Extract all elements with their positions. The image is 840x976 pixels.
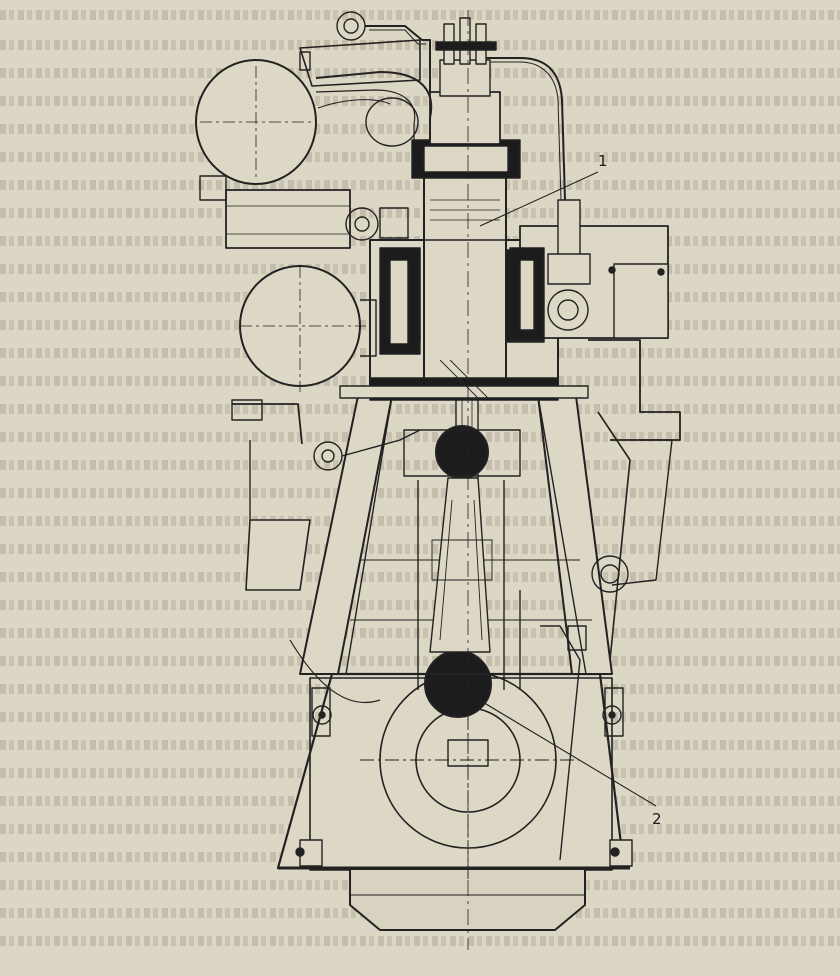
fuel-pump-block: [509, 199, 681, 861]
connecting-rod: [403, 359, 521, 690]
crankshaft-assembly: [360, 640, 580, 880]
callout-label-1: 1: [598, 152, 608, 170]
turbocharger: [195, 39, 433, 249]
callout-leaders: [465, 171, 657, 807]
scavenge-air-receiver: [239, 247, 421, 392]
left-piping: [231, 399, 421, 704]
cylinder-head: [336, 11, 566, 201]
callout-label-2: 2: [652, 810, 662, 828]
